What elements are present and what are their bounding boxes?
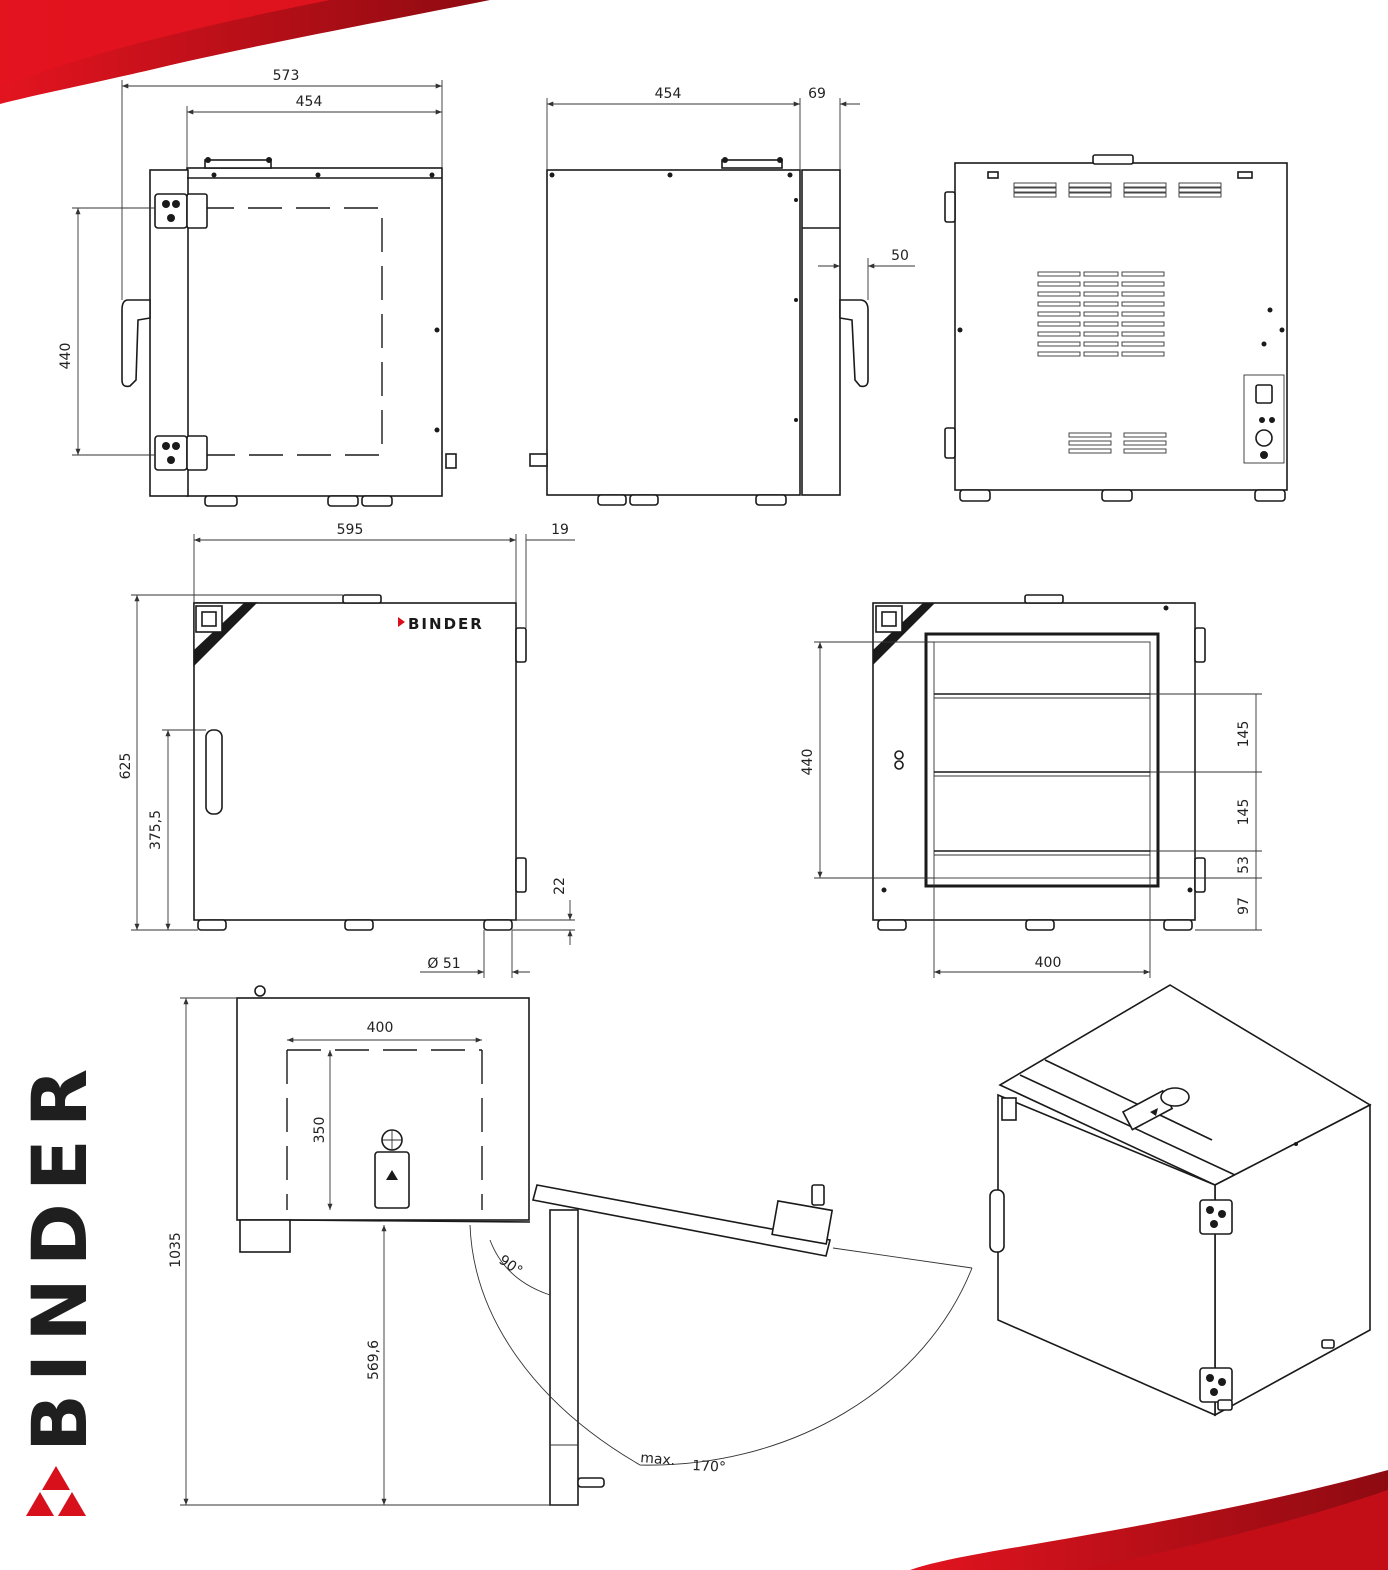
dim-side-body-width: 454 bbox=[296, 94, 323, 110]
dim-front-height: 625 bbox=[118, 753, 134, 780]
dim-handle-height: 375,5 bbox=[148, 810, 164, 850]
dim-shelf-gap-top: 145 bbox=[1236, 721, 1252, 748]
dim-handle-projection: 50 bbox=[891, 248, 909, 264]
dim-shelf-gap-low: 53 bbox=[1236, 856, 1252, 874]
angle-max-prefix: max. bbox=[640, 1450, 676, 1469]
side-view-handle: 454 69 50 bbox=[529, 86, 915, 506]
dim-door-open-total: 1035 bbox=[168, 1232, 184, 1268]
dim-front-hinge-offset: 19 bbox=[551, 522, 569, 538]
dim-foot-height: 22 bbox=[552, 877, 568, 895]
dim-top-inner-width: 400 bbox=[367, 1020, 394, 1036]
dim-side2-door-depth: 69 bbox=[808, 86, 826, 102]
dim-foot-diameter: Ø 51 bbox=[427, 956, 460, 972]
power-inlet-panel bbox=[1243, 374, 1285, 464]
top-view-door-swing: 90° max. 170° 400 350 1035 569,6 bbox=[168, 985, 973, 1506]
dim-side-overall-width: 573 bbox=[273, 68, 300, 84]
binder-mini-logo bbox=[398, 617, 405, 627]
dim-bottom-offset: 97 bbox=[1236, 897, 1252, 915]
front-view: BINDER 595 19 625 375,5 22 Ø 51 bbox=[118, 522, 575, 978]
front-open-view: 440 145 145 53 97 400 bbox=[800, 594, 1262, 978]
dim-open-inner-width: 400 bbox=[1035, 955, 1062, 971]
dim-top-inner-depth: 350 bbox=[312, 1117, 328, 1144]
rear-vent-grid bbox=[1037, 271, 1165, 357]
angle-90-label: 90° bbox=[496, 1252, 526, 1279]
dim-door-swing-radius: 569,6 bbox=[366, 1340, 382, 1380]
binder-triangles-icon bbox=[26, 1466, 86, 1516]
shelf-top bbox=[934, 693, 1150, 699]
side-view-hinge: 573 454 440 bbox=[58, 68, 457, 507]
rear-view bbox=[944, 154, 1288, 502]
isometric-view bbox=[989, 984, 1372, 1417]
dim-open-inner-height: 440 bbox=[800, 749, 816, 776]
angle-max-value: 170° bbox=[692, 1458, 727, 1476]
dim-shelf-gap-mid: 145 bbox=[1236, 799, 1252, 826]
dim-side-inner-height: 440 bbox=[58, 343, 74, 370]
shelf-bottom bbox=[934, 850, 1150, 856]
dim-side2-body-width: 454 bbox=[655, 86, 682, 102]
front-brand-label: BINDER bbox=[408, 615, 484, 633]
shelf-middle bbox=[934, 771, 1150, 777]
dim-front-width: 595 bbox=[337, 522, 364, 538]
binder-logo-text: BINDER bbox=[15, 1057, 104, 1452]
binder-logo-vertical: BINDER bbox=[15, 1057, 104, 1516]
